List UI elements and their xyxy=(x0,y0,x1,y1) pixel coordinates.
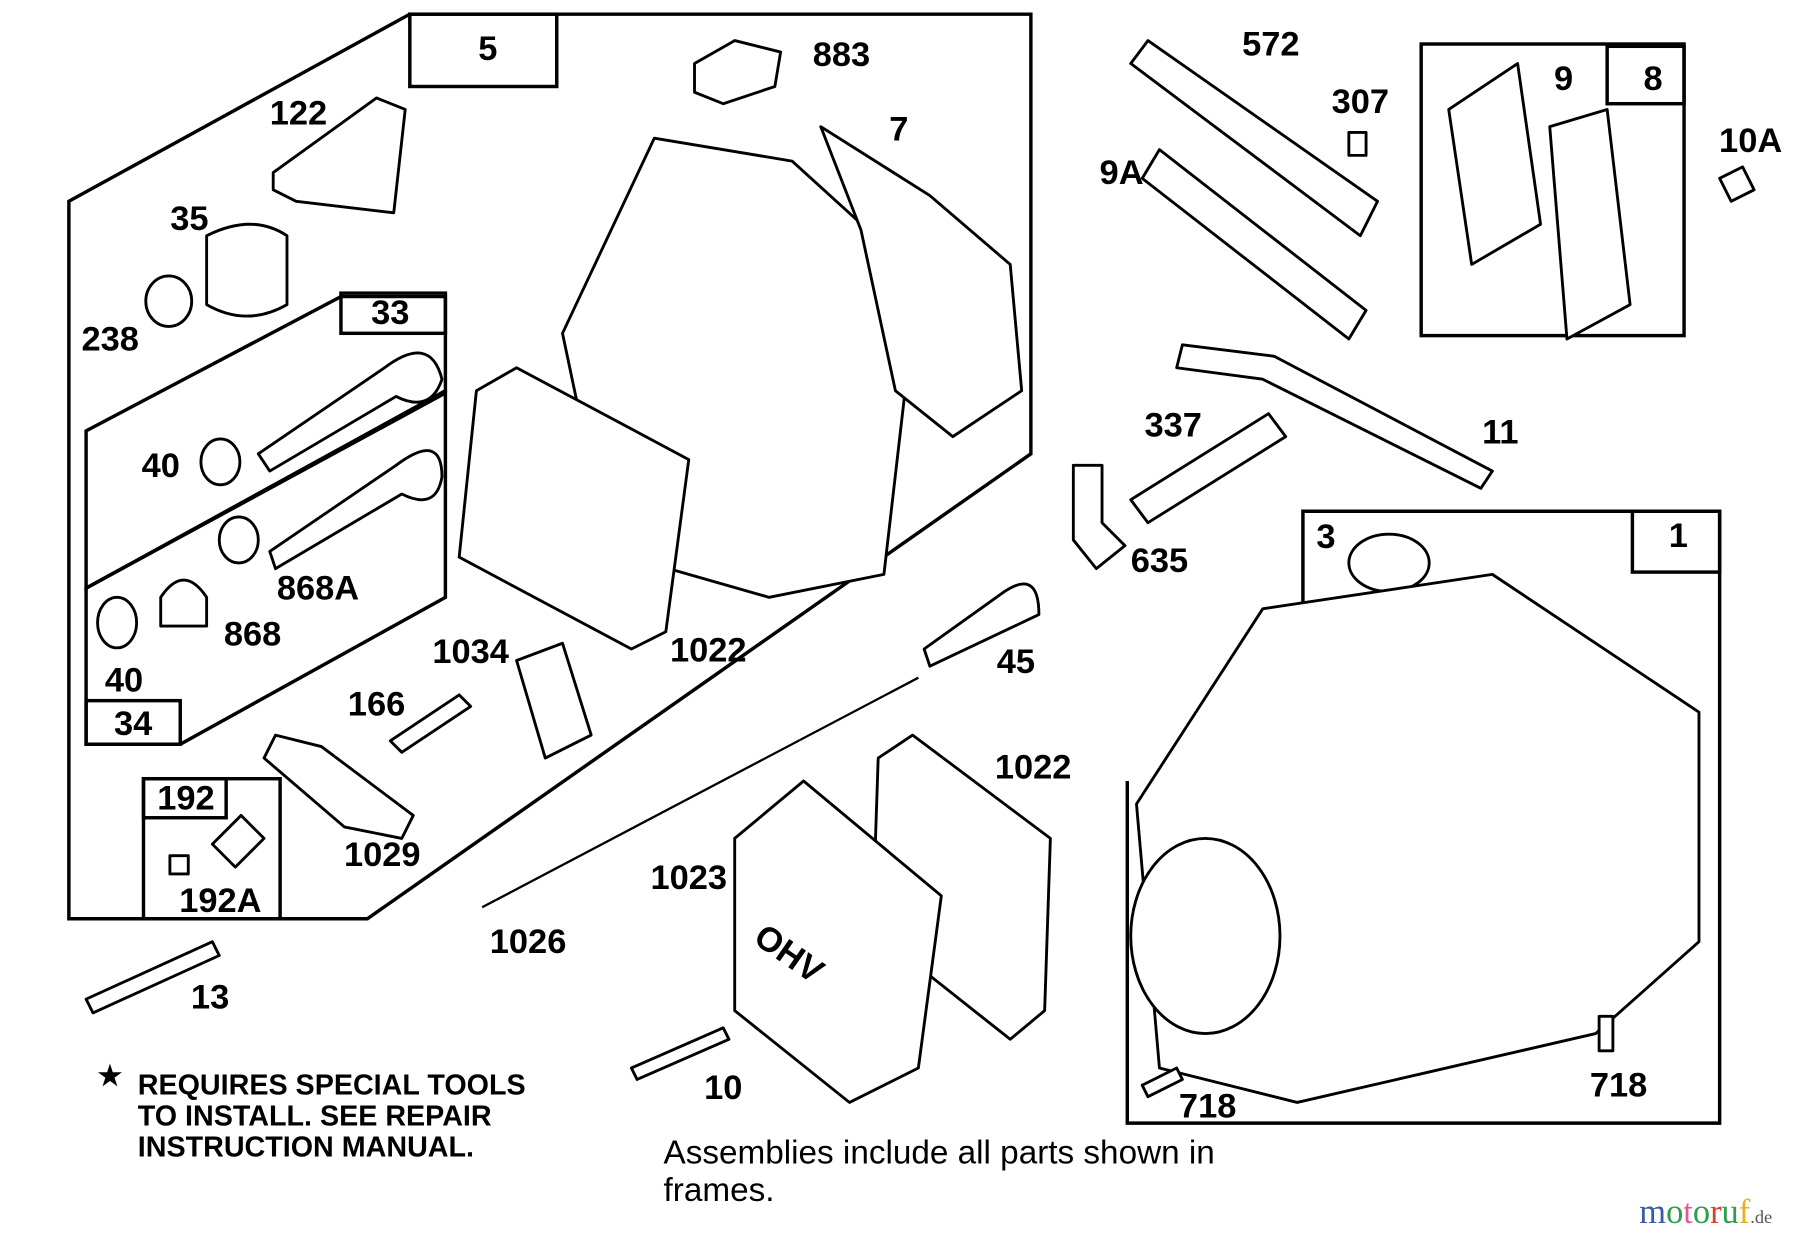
callout-11: 11 xyxy=(1482,414,1518,452)
screw-192A xyxy=(168,854,190,876)
plate-1034 xyxy=(515,641,593,760)
callout-45: 45 xyxy=(997,643,1035,681)
gasket-572 xyxy=(1129,39,1379,238)
callout-8: 8 xyxy=(1643,60,1662,98)
callout-1022: 1022 xyxy=(670,632,747,670)
spark-plug-337 xyxy=(1129,412,1288,525)
gasket-883 xyxy=(693,39,783,106)
callout-238: 238 xyxy=(81,321,138,359)
callout-307: 307 xyxy=(1332,83,1389,121)
special-tools-note-line1: REQUIRES SPECIAL TOOLS xyxy=(138,1069,526,1101)
callout-635: 635 xyxy=(1131,542,1188,580)
callout-337: 337 xyxy=(1144,407,1201,445)
box-1 xyxy=(1630,509,1722,574)
spring-35 xyxy=(205,222,289,318)
callout-9: 9 xyxy=(1554,60,1573,98)
pivot-192 xyxy=(210,814,266,869)
callout-192A: 192A xyxy=(179,882,261,920)
frame-1-cylinder xyxy=(1125,509,1722,1125)
callout-labels: 5 883 122 7 35 238 33 40 868A 868 40 34 1034 1022 166 4… xyxy=(81,26,1782,1126)
head-gasket-7 xyxy=(819,125,1024,439)
tube-45 xyxy=(922,582,1041,668)
cap-238 xyxy=(144,274,194,328)
frame-8-breather xyxy=(1419,42,1686,338)
pin-718a xyxy=(1140,1066,1184,1099)
callout-13: 13 xyxy=(191,978,229,1016)
valve-intake xyxy=(256,351,444,473)
part-shapes xyxy=(84,39,1756,1104)
cover-8 xyxy=(1548,108,1632,341)
callout-1034: 1034 xyxy=(432,633,509,671)
callout-883: 883 xyxy=(813,36,870,74)
retainer-40b xyxy=(96,595,139,650)
pin-718b xyxy=(1597,1014,1615,1053)
box-8 xyxy=(1605,44,1686,106)
callout-1029: 1029 xyxy=(344,836,421,874)
callout-868: 868 xyxy=(224,616,281,654)
valve-exhaust xyxy=(268,449,444,571)
rocker-1029 xyxy=(262,733,415,840)
box-5 xyxy=(408,12,559,89)
plate-122 xyxy=(271,96,407,215)
callout-5: 5 xyxy=(478,30,497,68)
callout-868A: 868A xyxy=(277,570,359,608)
screw-307 xyxy=(1347,130,1368,157)
watermark-logo: motoruf.de xyxy=(1639,1193,1772,1231)
valve-cover-1023 xyxy=(733,779,943,1104)
washer-868A xyxy=(217,515,260,565)
frame-33-intake-valve xyxy=(84,294,448,592)
cylinder-bore xyxy=(1129,836,1282,1035)
callout-166: 166 xyxy=(348,686,405,724)
tube-11 xyxy=(1175,343,1494,490)
callout-1022: 1022 xyxy=(995,749,1072,787)
special-tools-note-line3: INSTRUCTION MANUAL. xyxy=(138,1131,474,1163)
bolt-13 xyxy=(84,940,221,1015)
callout-1: 1 xyxy=(1669,517,1688,555)
callout-9A: 9A xyxy=(1100,154,1144,192)
callout-122: 122 xyxy=(270,94,327,132)
assemblies-note-line2: frames. xyxy=(664,1172,775,1209)
callout-34: 34 xyxy=(114,705,152,743)
callout-35: 35 xyxy=(170,200,208,238)
callout-572: 572 xyxy=(1242,26,1299,64)
star-icon: ★ xyxy=(98,1060,123,1091)
stud-166 xyxy=(388,693,473,754)
callout-3: 3 xyxy=(1316,518,1335,556)
boot-635 xyxy=(1071,463,1127,571)
callout-40: 40 xyxy=(105,661,143,699)
callout-10A: 10A xyxy=(1719,122,1782,160)
callout-192: 192 xyxy=(157,780,214,818)
box-34 xyxy=(84,698,182,746)
gasket-1022-upper xyxy=(457,366,691,651)
retainer-40 xyxy=(199,437,242,487)
callout-10: 10 xyxy=(704,1069,742,1107)
seal-868 xyxy=(159,578,209,628)
callout-1023: 1023 xyxy=(650,859,727,897)
pushrod-1026 xyxy=(481,676,919,909)
bolt-10 xyxy=(629,1026,731,1081)
screw-10A xyxy=(1718,165,1756,203)
callout-1026: 1026 xyxy=(490,923,567,961)
callout-33: 33 xyxy=(371,294,409,332)
gasket-9 xyxy=(1447,62,1542,266)
box-192 xyxy=(141,776,228,820)
special-tools-note-line2: TO INSTALL. SEE REPAIR xyxy=(138,1100,492,1132)
assemblies-note-line1: Assemblies include all parts shown in xyxy=(664,1134,1215,1171)
callout-40: 40 xyxy=(142,447,180,485)
callout-7: 7 xyxy=(889,110,908,148)
callout-718: 718 xyxy=(1590,1067,1647,1105)
callout-718: 718 xyxy=(1179,1087,1236,1125)
seal-3 xyxy=(1347,532,1431,594)
gasket-9A xyxy=(1140,148,1368,341)
cylinder-block-1 xyxy=(1135,572,1701,1104)
box-33 xyxy=(339,291,448,336)
